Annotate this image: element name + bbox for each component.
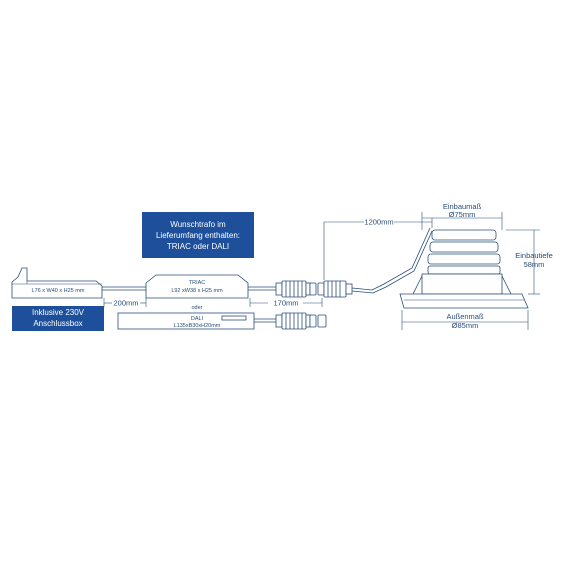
dali-connector	[275, 312, 327, 330]
plug-connector	[275, 280, 353, 298]
triac-driver	[145, 274, 249, 299]
wunschtrafo-line1: Wunschtrafo im	[170, 220, 226, 229]
wunschtrafo-line3: TRIAC oder DALI	[166, 242, 230, 251]
dimension-170-line	[249, 298, 323, 307]
cable-junction-to-driver	[102, 286, 146, 291]
triac-driver-dimensions: L92 xW38 x H25 mm	[171, 288, 223, 294]
dali-cable	[254, 318, 276, 323]
anschlussbox-line1: Inklusive 230V	[31, 308, 85, 317]
aussenmass-title: Außenmaß	[446, 312, 484, 321]
junction-box	[11, 267, 103, 299]
einbautiefe-title: Einbautiefe	[515, 251, 553, 260]
aussenmass-line	[401, 310, 529, 330]
anschlussbox-line2: Anschlussbox	[33, 318, 83, 328]
einbaumass-value: Ø75mm	[449, 210, 476, 219]
aussenmass-value: Ø85mm	[452, 321, 479, 330]
wunschtrafo-callout: Wunschtrafo im Lieferumfang enthalten: T…	[142, 212, 254, 258]
dimension-200-label: 200mm	[113, 299, 138, 308]
wunschtrafo-line2: Lieferumfang enthalten:	[155, 231, 241, 240]
lamp-cable	[351, 227, 433, 294]
dimension-1200-label: 1200mm	[364, 218, 393, 227]
dimension-1200-line	[323, 218, 433, 280]
einbaumass-line	[421, 212, 503, 230]
dali-driver	[117, 312, 255, 330]
einbaumass-title: Einbaumaß	[443, 202, 482, 211]
einbautiefe-line	[506, 229, 540, 295]
oder-label: oder	[191, 305, 202, 311]
dimension-200-line	[103, 298, 147, 307]
cable-driver-to-connector	[248, 286, 276, 291]
junction-box-dimensions: L76 x W40 x H25 mm	[32, 288, 85, 294]
dali-driver-dimensions: L135xB30xH20mm	[174, 323, 221, 329]
dimension-170-label: 170mm	[273, 299, 298, 308]
dali-driver-name: DALI	[191, 316, 204, 322]
triac-driver-name: TRIAC	[189, 280, 206, 286]
einbautiefe-value: 58mm	[524, 260, 545, 269]
downlight	[399, 229, 529, 309]
anschlussbox-callout: Inklusive 230V Anschlussbox	[12, 306, 104, 331]
